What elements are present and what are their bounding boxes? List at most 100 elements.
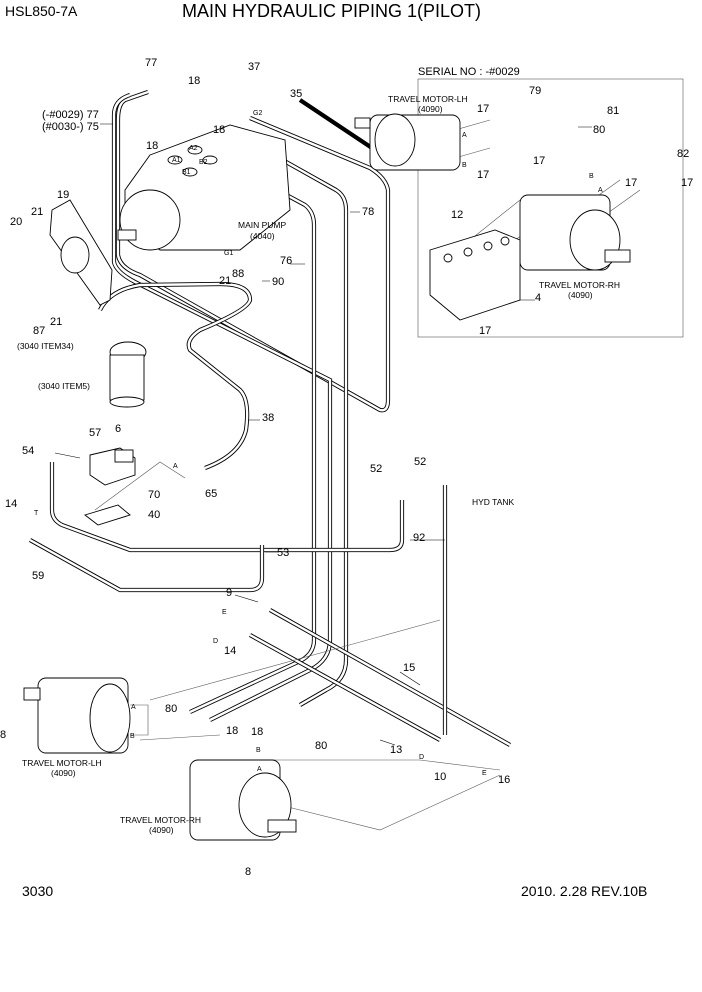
port-a: A <box>257 766 262 773</box>
port-b: B <box>462 162 467 169</box>
port-d: D <box>213 638 218 645</box>
port-a2: A2 <box>189 145 198 152</box>
callout: 19 <box>57 189 69 201</box>
serial-callout-77: (-#0029) 77 <box>42 109 99 121</box>
port-a: A <box>462 132 467 139</box>
callout: 13 <box>390 744 402 756</box>
port-d: D <box>419 754 424 761</box>
page-title: MAIN HYDRAULIC PIPING 1(PILOT) <box>182 1 482 21</box>
callout: 8 <box>245 866 251 878</box>
port-t: T <box>34 510 39 517</box>
port-g2: G2 <box>253 110 262 117</box>
callout: 37 <box>248 61 260 73</box>
callout: 18 <box>226 725 238 737</box>
model-label: HSL850-7A <box>5 3 78 19</box>
port-a1: A1 <box>172 157 181 164</box>
serial-number-label: SERIAL NO : -#0029 <box>418 66 520 78</box>
page-number: 3030 <box>22 883 54 899</box>
port-a: A <box>598 187 603 194</box>
callout: 14 <box>224 645 236 657</box>
travel-motor-rh <box>189 759 297 841</box>
revision-label: 2010. 2.28 REV.10B <box>521 883 648 899</box>
callout: 17 <box>681 177 693 189</box>
callout: 9 <box>226 587 232 599</box>
callout: 88 <box>232 268 244 280</box>
reference-lines <box>54 78 684 831</box>
callout: 8 <box>0 729 6 741</box>
main-pump[interactable] <box>117 124 291 251</box>
travel-motor-rh-inset-ref: (4090) <box>568 290 593 300</box>
port-b: B <box>589 173 594 180</box>
callout: 59 <box>32 570 44 582</box>
main-pump-ref: (4040) <box>250 231 275 241</box>
port-a: A <box>173 463 178 470</box>
callout: 17 <box>477 169 489 181</box>
port-b1: B1 <box>182 169 191 176</box>
callout: 54 <box>22 445 34 457</box>
callout: 20 <box>10 216 22 228</box>
callout: 21 <box>31 206 43 218</box>
callout: 18 <box>188 75 200 87</box>
serial-callout-75: (#0030-) 75 <box>42 121 99 133</box>
mounting-plate <box>49 199 113 306</box>
pilot-filter <box>109 341 147 408</box>
callout: 40 <box>148 509 160 521</box>
port-b2: B2 <box>199 159 208 166</box>
callout: 79 <box>529 85 541 97</box>
callout: 65 <box>205 488 217 500</box>
callout: 90 <box>272 276 284 288</box>
travel-motor-lh-ref: (4090) <box>51 768 76 778</box>
travel-motor-rh-inset-label: TRAVEL MOTOR-RH <box>539 280 620 290</box>
port-b: B <box>130 733 135 740</box>
main-pump-label: MAIN PUMP <box>238 220 287 230</box>
solenoid-valve <box>84 447 136 526</box>
travel-motor-lh-inset-ref: (4090) <box>418 104 443 114</box>
callout: 80 <box>593 124 605 136</box>
hyd-tank-label: HYD TANK <box>472 497 515 507</box>
item34-label: (3040 ITEM34) <box>17 341 74 351</box>
travel-motor-lh <box>23 677 131 754</box>
callout: 87 <box>33 325 45 337</box>
callout: 18 <box>251 726 263 738</box>
callout: 70 <box>148 489 160 501</box>
callout: 18 <box>146 140 158 152</box>
callout: 92 <box>413 532 425 544</box>
callout: 52 <box>370 463 382 475</box>
callout: 17 <box>479 325 491 337</box>
callout: 16 <box>498 774 510 786</box>
travel-motor-rh-ref: (4090) <box>149 825 174 835</box>
travel-motor-lh-inset-label: TRAVEL MOTOR-LH <box>388 94 468 104</box>
part-callouts: 77 18 37 35 18 18 19 20 21 21 88 90 76 7… <box>0 57 693 878</box>
callout: 6 <box>115 423 121 435</box>
travel-motor-lh-label: TRAVEL MOTOR-LH <box>22 758 102 768</box>
pipes <box>28 90 512 747</box>
callout: 17 <box>533 155 545 167</box>
item5-label: (3040 ITEM5) <box>38 381 90 391</box>
travel-motor-rh-inset <box>519 194 631 271</box>
callout: 18 <box>213 124 225 136</box>
travel-motor-lh-inset <box>354 113 461 171</box>
callout: 76 <box>280 255 292 267</box>
callout: 12 <box>451 209 463 221</box>
callout: 78 <box>362 206 374 218</box>
callout: 80 <box>165 703 177 715</box>
callout: 35 <box>290 88 302 100</box>
port-e: E <box>222 609 227 616</box>
port-b: B <box>256 747 261 754</box>
callout: 21 <box>50 316 62 328</box>
callout: 17 <box>625 177 637 189</box>
callout: 82 <box>677 148 689 160</box>
callout: 4 <box>535 292 541 304</box>
port-a: A <box>131 704 136 711</box>
callout: 10 <box>434 771 446 783</box>
callout: 77 <box>145 57 157 69</box>
port-e: E <box>482 770 487 777</box>
port-g1: G1 <box>224 250 233 257</box>
callout: 57 <box>89 427 101 439</box>
callout: 15 <box>403 662 415 674</box>
callout: 52 <box>414 456 426 468</box>
callout: 38 <box>262 412 274 424</box>
callout: 17 <box>477 103 489 115</box>
callout: 81 <box>607 105 619 117</box>
